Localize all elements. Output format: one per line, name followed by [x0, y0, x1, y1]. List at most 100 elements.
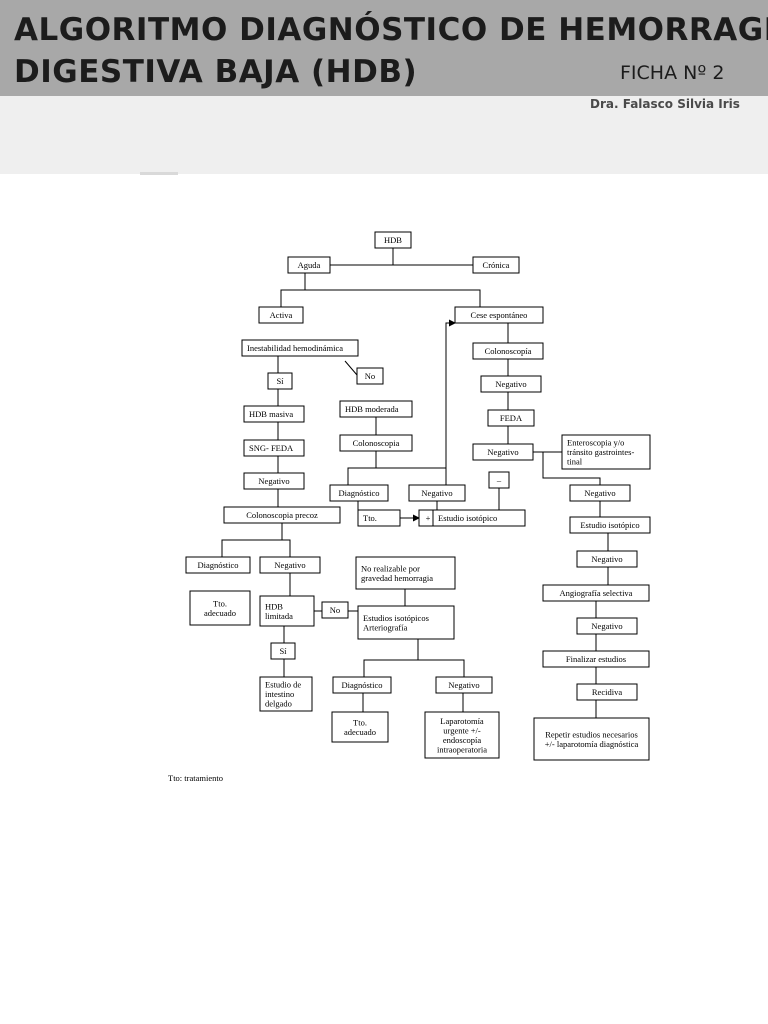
- node-label: Enteroscopia y/o: [567, 438, 624, 448]
- node-box: [533, 717, 650, 761]
- flowchart-node-aguda: Aguda: [287, 256, 331, 274]
- node-label: FEDA: [500, 413, 523, 423]
- node-box: [472, 443, 534, 461]
- flowchart-node-colono2: Colonoscopia: [339, 434, 413, 452]
- node-box: [432, 509, 526, 527]
- node-label: +/- laparotomía diagnóstica: [545, 739, 639, 749]
- node-label: Tto.: [353, 717, 367, 727]
- flowchart-node-minus: –: [488, 471, 510, 489]
- flowchart-node-feda-r: FEDA: [487, 409, 535, 427]
- node-label: Repetir estudios necesarios: [545, 729, 638, 739]
- header-bar: [0, 0, 768, 96]
- flowchart-node-neg-l2: Negativo: [259, 556, 321, 574]
- node-box: [356, 367, 384, 385]
- node-label: endoscopía: [443, 735, 481, 745]
- node-label: Estudio isotópico: [438, 513, 497, 523]
- node-box: [259, 595, 315, 627]
- node-box: [321, 601, 349, 619]
- connector-line: [221, 523, 283, 557]
- flowchart-node-activa: Activa: [258, 306, 304, 324]
- node-box: [355, 556, 456, 590]
- node-label: Negativo: [258, 476, 289, 486]
- connector-line: [376, 467, 447, 485]
- node-label: Tto.: [213, 598, 227, 608]
- ficha-number: FICHA Nº 2: [620, 62, 725, 84]
- node-label: Finalizar estudios: [566, 654, 626, 664]
- node-box: [487, 409, 535, 427]
- node-box: [243, 439, 305, 457]
- flowchart-node-si2: Sí: [270, 642, 296, 660]
- node-label: +: [426, 513, 431, 523]
- flowchart-node-hdb: HDB: [374, 231, 412, 249]
- node-box: [259, 676, 313, 712]
- connector-line: [282, 539, 291, 557]
- node-label: HDB moderada: [345, 404, 399, 414]
- node-label: HDB: [384, 235, 402, 245]
- node-label: Negativo: [591, 621, 622, 631]
- connector-line: [344, 360, 358, 376]
- node-label: urgente +/-: [443, 725, 481, 735]
- flowchart-node-negativo-r2: Negativo: [472, 443, 534, 461]
- node-label: Crónica: [483, 260, 510, 270]
- node-box: [329, 484, 389, 502]
- node-box: [331, 711, 389, 743]
- flowchart-node-colono-precoz: Colonoscopia precoz: [223, 506, 341, 524]
- node-label: limitada: [265, 611, 293, 621]
- node-label: Aguda: [298, 260, 321, 270]
- page-title-line-1: ALGORITMO DIAGNÓSTICO DE HEMORRAGIA: [14, 12, 768, 48]
- flowchart-node-hdb-masiva: HDB masiva: [243, 405, 305, 423]
- node-box: [561, 434, 651, 470]
- node-box: [287, 256, 331, 274]
- flowchart-node-diag-l2: Diagnóstico: [185, 556, 251, 574]
- node-box: [488, 471, 510, 489]
- subheader-bar: [0, 96, 768, 174]
- node-label: Estudio de: [265, 680, 301, 690]
- node-label: Estudio isotópico: [580, 520, 639, 530]
- node-label: delgado: [265, 699, 292, 709]
- node-label: No: [365, 371, 375, 381]
- flowchart-node-tto-m: Tto.: [357, 509, 401, 527]
- node-box: [454, 306, 544, 324]
- node-label: Estudios isotópicos: [363, 613, 429, 623]
- flowchart-node-diag-m1: Diagnóstico: [329, 484, 389, 502]
- flowchart-node-negativo-r5: Negativo: [576, 617, 638, 635]
- node-label: Colonoscopia precoz: [246, 510, 318, 520]
- flowchart-node-negativo-r3: Negativo: [569, 484, 631, 502]
- node-label: Angiografía selectiva: [560, 588, 633, 598]
- node-label: Colonoscopía: [485, 346, 532, 356]
- flowchart-node-recidiva: Recidiva: [576, 683, 638, 701]
- node-box: [332, 676, 392, 694]
- footnote: Tto: tratamiento: [168, 773, 223, 783]
- flowchart-node-finalizar: Finalizar estudios: [542, 650, 650, 668]
- flowchart-node-tto-adecuado2: Tto.adecuado: [331, 711, 389, 743]
- node-box: [258, 306, 304, 324]
- node-box: [185, 556, 251, 574]
- node-label: intraoperatoria: [437, 744, 487, 754]
- node-label: HDB masiva: [249, 409, 293, 419]
- flowchart-node-negativo-r1: Negativo: [480, 375, 542, 393]
- node-box: [270, 642, 296, 660]
- author-name: Dra. Falasco Silvia Iris: [590, 97, 740, 111]
- connector-line: [330, 248, 394, 266]
- node-label: Recidiva: [592, 687, 622, 697]
- node-box: [374, 231, 412, 249]
- node-label: adecuado: [344, 727, 376, 737]
- node-box: [223, 506, 341, 524]
- node-label: Negativo: [584, 488, 615, 498]
- node-box: [576, 683, 638, 701]
- node-box: [569, 516, 651, 534]
- node-label: Negativo: [495, 379, 526, 389]
- flowchart-node-colono1: Colonoscopía: [472, 342, 544, 360]
- node-label: Diagnóstico: [197, 560, 238, 570]
- node-label: Negativo: [274, 560, 305, 570]
- node-label: No realizable por: [361, 563, 420, 573]
- flowchart-node-cronica: Crónica: [472, 256, 520, 274]
- flowchart-node-sng-feda: SNG- FEDA: [243, 439, 305, 457]
- connector-line: [347, 500, 359, 510]
- node-label: SNG- FEDA: [249, 443, 294, 453]
- node-label: Arteriografía: [363, 622, 408, 632]
- flowchart-node-est-iso1: Estudio isotópico: [432, 509, 526, 527]
